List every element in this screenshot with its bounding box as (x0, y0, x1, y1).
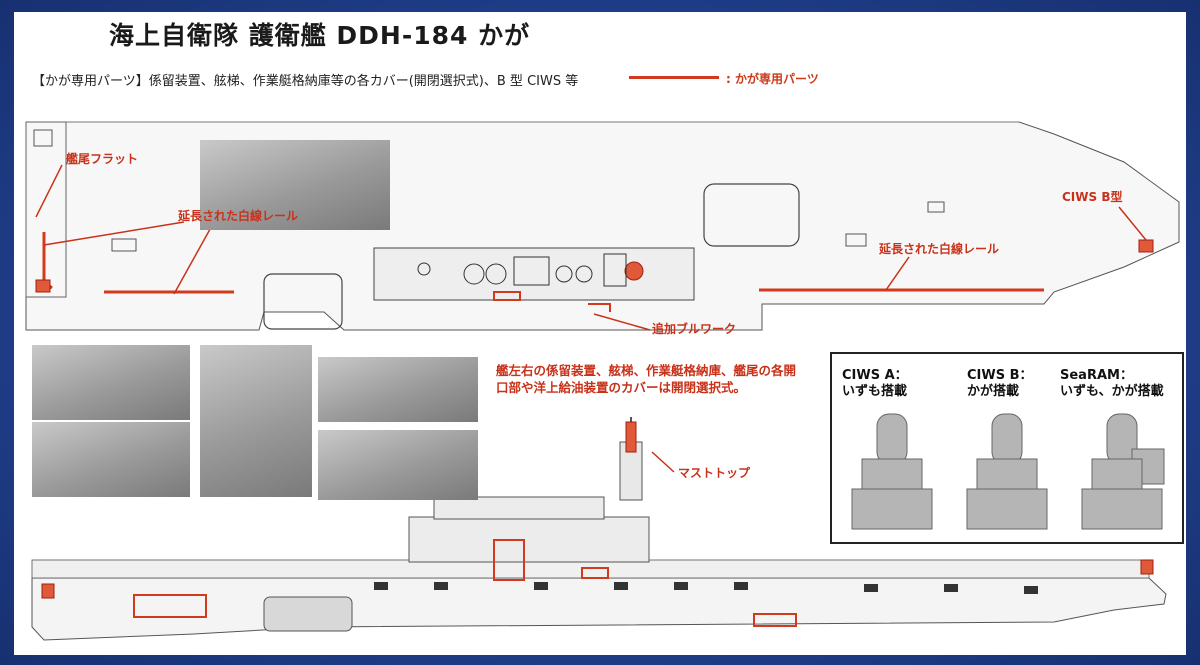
searam-title: SeaRAM： いずも、かが搭載 (1060, 368, 1164, 399)
photo-deck-closeup (200, 140, 390, 230)
callout-ciws-b: CIWS B型 (1062, 190, 1123, 204)
page-title: 海上自衛隊 護衛艦 DDH-184 かが (109, 21, 531, 50)
callout-masttop: マストトップ (678, 466, 751, 480)
callout-rail-left: 延長された白線レール (178, 209, 299, 223)
ciws-comparison-box: CIWS A： いずも搭載 CIWS B： かが搭載 SeaRAM： いずも、か… (830, 352, 1184, 544)
photo-stern-closed (32, 422, 190, 497)
side-profile-hull (31, 577, 1167, 641)
photo-hull-closed (318, 430, 478, 500)
ciws-b-title: CIWS B： かが搭載 (967, 368, 1033, 399)
searam-model (1081, 413, 1165, 530)
cover-note: 艦左右の係留装置、舷梯、作業艇格納庫、艦尾の各開口部や洋上給油装置のカバーは開閉… (496, 363, 797, 395)
ciws-a-title: CIWS A： いずも搭載 (842, 368, 908, 399)
photo-stern-open (32, 345, 190, 420)
photo-hangar-door (200, 345, 312, 497)
ciws-a-model (851, 413, 933, 530)
subtitle: 【かが専用パーツ】係留装置、舷梯、作業艇格納庫等の各カバー(開閉選択式)、B 型… (32, 74, 579, 89)
callout-bulwark: 追加ブルワーク (652, 322, 737, 336)
photo-hull-open (318, 357, 478, 422)
ciws-b-model (966, 413, 1048, 530)
callout-stern-flat: 艦尾フラット (66, 152, 139, 166)
ciws-models (851, 413, 1165, 530)
legend-label: : かが専用パーツ (726, 72, 819, 86)
callout-rail-right: 延長された白線レール (879, 242, 1000, 256)
ship-drawings (25, 121, 1180, 641)
legend-swatch (629, 76, 719, 79)
diagram-panel: 海上自衛隊 護衛艦 DDH-184 かが 【かが専用パーツ】係留装置、舷梯、作業… (14, 12, 1186, 655)
